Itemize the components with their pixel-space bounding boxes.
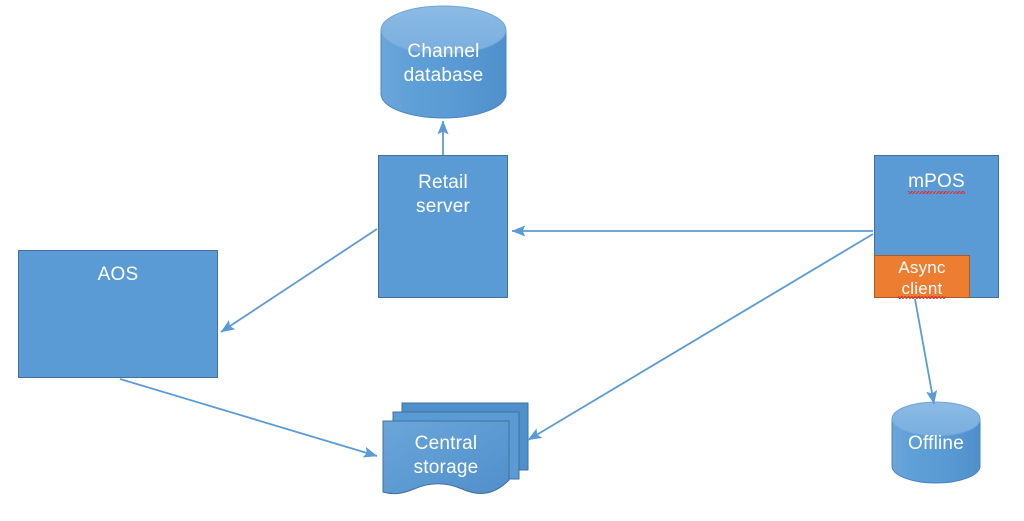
node-channel-database-label: Channel database xyxy=(403,41,484,86)
node-retail-server[interactable]: Retail server xyxy=(378,155,508,298)
node-mpos-label-text: mPOS xyxy=(908,171,965,194)
node-central-storage-label-wrap: Central storage xyxy=(383,432,509,488)
cylinder-top-ellipse xyxy=(380,5,507,55)
connector-retail-server-to-aos xyxy=(220,228,378,333)
node-channel-database-label-wrap: Channel database xyxy=(381,40,506,110)
node-offline[interactable] xyxy=(891,401,981,484)
connector-aos-to-central-storage xyxy=(119,378,378,458)
node-aos[interactable]: AOS xyxy=(18,250,218,378)
node-aos-label: AOS xyxy=(97,264,139,285)
node-async-client-label-text: Async client xyxy=(898,258,946,299)
cylinder-body xyxy=(891,418,981,484)
connector-mpos-to-central-storage xyxy=(527,233,874,441)
cylinder-top-ellipse xyxy=(891,401,981,437)
cylinder-body xyxy=(380,29,507,119)
node-retail-server-label: Retail server xyxy=(416,172,470,217)
node-async-client[interactable]: Async client xyxy=(874,255,970,299)
node-central-storage[interactable] xyxy=(382,402,529,495)
stack-layer-front xyxy=(382,420,510,495)
node-mpos-label: mPOS xyxy=(875,170,998,194)
node-central-storage-label: Central storage xyxy=(413,433,479,478)
node-offline-label: Offline xyxy=(908,433,964,454)
node-async-client-label: Async client xyxy=(875,257,969,299)
node-channel-database[interactable] xyxy=(380,5,507,119)
connector-async-client-to-offline xyxy=(914,298,938,405)
node-offline-label-wrap: Offline xyxy=(892,432,980,460)
